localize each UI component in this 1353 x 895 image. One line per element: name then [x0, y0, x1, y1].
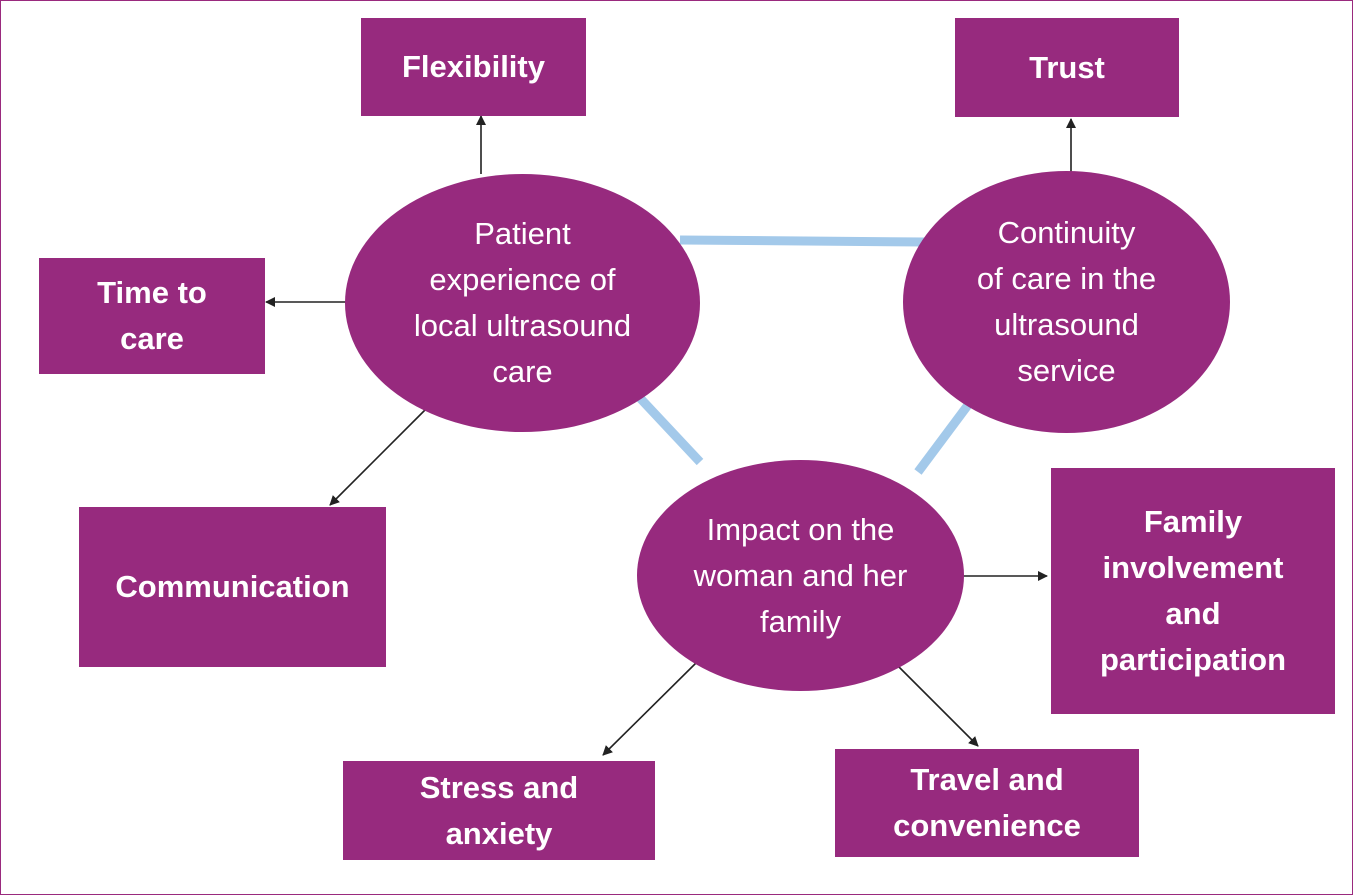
trust-box: Trust	[955, 18, 1179, 117]
continuity-node: Continuity of care in the ultrasound ser…	[903, 171, 1230, 433]
travel-box: Travel and convenience	[835, 749, 1139, 857]
flexibility-label: Flexibility	[402, 49, 545, 84]
time-to-care-box: Time to care	[39, 258, 265, 374]
family-involvement-label: Family involvement and participation	[1099, 504, 1286, 677]
communication-box: Communication	[79, 507, 386, 667]
patient-experience-node: Patient experience of local ultrasound c…	[345, 174, 700, 432]
patient-experience-label: Patient experience of local ultrasound c…	[413, 216, 632, 389]
link-continuity-impact	[914, 402, 972, 475]
impact-node: Impact on the woman and her family	[637, 460, 964, 691]
communication-label: Communication	[115, 569, 350, 604]
link-experience-continuity	[679, 235, 926, 247]
continuity-label: Continuity of care in the ultrasound ser…	[976, 215, 1157, 388]
arrow-to-communication	[329, 409, 426, 506]
stress-box: Stress and anxiety	[343, 761, 655, 860]
family-involvement-box: Family involvement and participation	[1051, 468, 1335, 714]
impact-label: Impact on the woman and her family	[693, 511, 908, 639]
arrow-to-stress	[602, 661, 698, 756]
trust-label: Trust	[1029, 49, 1105, 85]
link-experience-impact	[636, 394, 704, 466]
stress-label: Stress and anxiety	[419, 769, 579, 851]
flexibility-box: Flexibility	[361, 18, 586, 116]
arrow-to-travel	[896, 664, 979, 747]
travel-label: Travel and convenience	[893, 762, 1081, 843]
time-to-care-label: Time to care	[97, 275, 207, 356]
